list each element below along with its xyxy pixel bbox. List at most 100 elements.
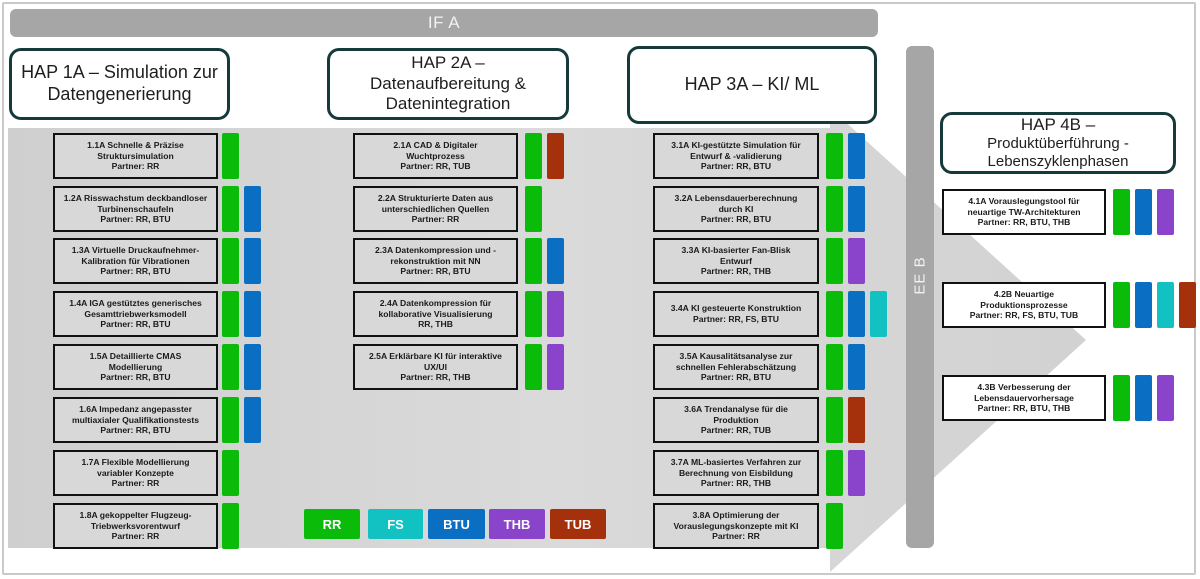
partner-bar-rr: [826, 133, 843, 179]
partner-bar-fs: [1157, 282, 1174, 328]
task-title-line: 1.4A IGA gestütztes generisches: [69, 297, 202, 308]
hap-2a-line-2: Datenaufbereitung &: [370, 73, 526, 93]
task-title-line: 1.5A Detaillierte CMAS: [89, 350, 182, 361]
task-partners-text: Partner: RR, BTU: [700, 161, 772, 172]
task-title-line: 3.2A Lebensdauerberechnung: [674, 192, 798, 203]
partner-bar-rr: [525, 291, 542, 337]
task-title-line: 4.3B Verbesserung der: [977, 381, 1071, 392]
task-partners-text: Partner: RR: [411, 214, 460, 225]
partner-bar-rr: [222, 397, 239, 443]
partner-bar-btu: [244, 291, 261, 337]
task-partners-text: Partner: RR, BTU: [100, 319, 171, 330]
task-partners-text: Partner: RR, BTU, THB: [977, 217, 1071, 228]
partner-bar-rr: [525, 238, 542, 284]
task-title-line: variabler Konzepte: [97, 467, 174, 478]
partner-bar-rr: [1113, 375, 1130, 421]
partner-bar-rr: [222, 238, 239, 284]
task-partners-text: Partner: RR, BTU: [100, 425, 171, 436]
task-title-line: 1.6A Impedanz angepasster: [79, 403, 192, 414]
partner-bar-rr: [222, 503, 239, 549]
task-title-line: Wuchtprozess: [406, 150, 465, 161]
partner-bar-rr: [525, 344, 542, 390]
task-title-line: neuartige TW-Architekturen: [967, 206, 1081, 217]
task-title-line: Vorauslegungskonzepte mit KI: [673, 520, 799, 531]
partner-bar-rr: [1113, 189, 1130, 235]
task-title-line: 2.3A Datenkompression und -: [375, 244, 496, 255]
partner-bar-rr: [826, 238, 843, 284]
legend-item-fs: FS: [368, 509, 423, 539]
hap-2a-header: HAP 2A – Datenaufbereitung & Datenintegr…: [327, 48, 569, 120]
task-title-line: kollaborative Visualisierung: [378, 308, 493, 319]
task-title-line: Kalibration für Vibrationen: [81, 255, 190, 266]
task-partners-text: Partner: RR, THB: [700, 478, 772, 489]
partner-bar-rr: [826, 291, 843, 337]
legend-item-tub: TUB: [550, 509, 606, 539]
task-title-line: multiaxialer Qualifikationstests: [71, 414, 200, 425]
task-title-line: durch KI: [718, 203, 754, 214]
partner-bar-btu: [244, 238, 261, 284]
task-partners-text: Partner: RR, BTU: [100, 266, 171, 277]
task-partners-text: Partner: RR, BTU: [400, 266, 471, 277]
partner-bar-tub: [1179, 282, 1196, 328]
task-partners-text: Partner: RR: [111, 161, 160, 172]
partner-bar-btu: [244, 397, 261, 443]
task-title-line: 3.3A KI-basierter Fan-Blisk: [681, 244, 791, 255]
task-title-line: Berechnung von Eisbildung: [678, 467, 794, 478]
partner-bar-fs: [870, 291, 887, 337]
task-title-line: 2.2A Strukturierte Daten aus: [377, 192, 494, 203]
task-title-line: Turbinenschaufeln: [97, 203, 174, 214]
task-title-line: 4.1A Vorauslegungstool für: [968, 195, 1080, 206]
task-title-line: 1.3A Virtuelle Druckaufnehmer-: [71, 244, 200, 255]
hap-3a-header: HAP 3A – KI/ ML: [627, 46, 877, 124]
task-partners-text: Partner: RR, BTU, THB: [977, 403, 1071, 414]
partner-bar-rr: [222, 133, 239, 179]
partner-bar-btu: [1135, 375, 1152, 421]
ee-b-label-wrap: EE B: [906, 255, 934, 295]
task-partners-text: Partner: RR, BTU: [700, 214, 772, 225]
partner-bar-btu: [1135, 189, 1152, 235]
partner-bar-rr: [222, 291, 239, 337]
task-partners-text: Partner: RR, TUB: [400, 161, 471, 172]
hap-1a-line-2: Datengenerierung: [47, 84, 192, 104]
partner-bar-rr: [826, 344, 843, 390]
task-title-line: Entwurf & -validierung: [690, 150, 782, 161]
partner-bar-rr: [826, 186, 843, 232]
hap-4b-line-2: Produktüberführung -: [987, 135, 1129, 153]
partner-bar-rr: [525, 133, 542, 179]
legend-item-rr: RR: [304, 509, 360, 539]
task-partners-text: Partner: RR, THB: [400, 372, 471, 383]
task-title-line: 3.8A Optimierung der: [692, 509, 780, 520]
ee-b-label: EE B: [911, 255, 929, 295]
task-title-line: rekonstruktion mit NN: [390, 255, 481, 266]
task-partners-text: Partner: RR, THB: [700, 266, 772, 277]
partner-bar-rr: [826, 397, 843, 443]
partner-bar-thb: [1157, 189, 1174, 235]
task-partners-text: Partner: RR, BTU: [700, 372, 772, 383]
partner-bar-thb: [848, 450, 865, 496]
task-partners-text: Partner: RR, BTU: [100, 372, 171, 383]
partner-bar-rr: [826, 450, 843, 496]
task-partners-text: RR, THB: [418, 319, 453, 330]
task-title-line: schnellen Fehlerabschätzung: [675, 361, 797, 372]
hap-2a-line-1: HAP 2A –: [411, 52, 485, 72]
task-title-line: 2.5A Erklärbare KI für interaktive: [369, 350, 502, 361]
task-title-line: unterschiedlichen Quellen: [381, 203, 490, 214]
task-title-line: Gesamttriebwerksmodell: [84, 308, 187, 319]
task-box-hap1: 1.3A Virtuelle Druckaufnehmer-Kalibratio…: [53, 238, 218, 284]
partner-bar-btu: [1135, 282, 1152, 328]
partner-bar-thb: [1157, 375, 1174, 421]
